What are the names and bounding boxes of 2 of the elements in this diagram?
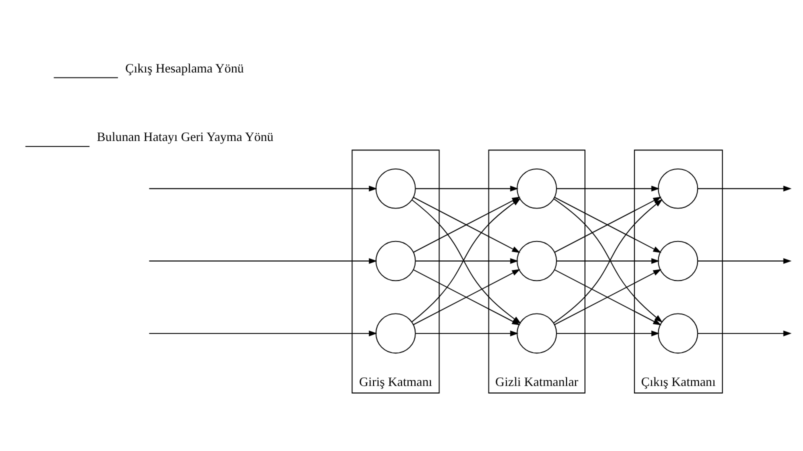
legend-label: Çıkış Hesaplama Yönü	[125, 61, 244, 76]
legend-label: Bulunan Hatayı Geri Yayma Yönü	[96, 130, 274, 144]
